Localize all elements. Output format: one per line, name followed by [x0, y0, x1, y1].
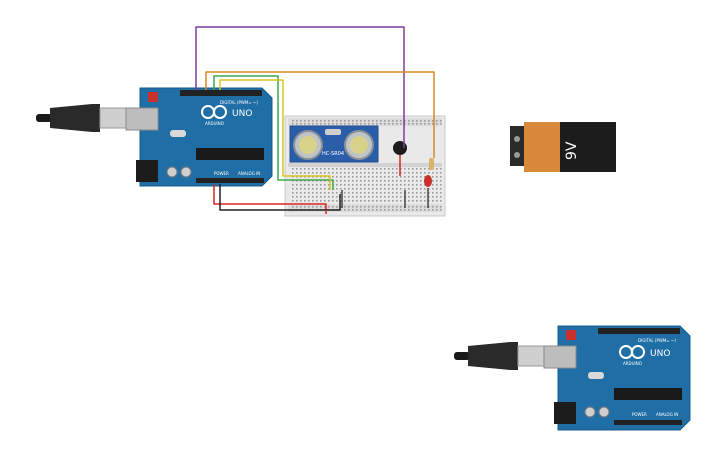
usb-plug-tip: [454, 352, 470, 360]
atmega-chip: [614, 388, 682, 400]
battery-terminal-neg: [514, 152, 520, 158]
analog-label: ANALOG IN: [656, 412, 678, 417]
battery-9v[interactable]: 9V: [510, 122, 616, 172]
arduino-logo: [201, 105, 227, 119]
usb-port: [543, 345, 577, 369]
analog-label: ANALOG IN: [238, 171, 260, 176]
wires: [195, 26, 435, 214]
usb-cable: [50, 104, 100, 132]
resistor[interactable]: [429, 158, 434, 170]
power-label: POWER: [214, 171, 229, 176]
reset-button[interactable]: [148, 92, 158, 102]
arduino-brand: ARDUINO: [623, 361, 642, 366]
power-jack: [554, 402, 576, 424]
arduino-board-body: [139, 87, 273, 187]
capacitor: [166, 166, 178, 178]
crystal: [170, 130, 186, 137]
power-label: POWER: [632, 412, 647, 417]
arduino-model: UNO: [232, 109, 252, 119]
battery-label: 9V: [564, 141, 580, 160]
red-led[interactable]: [424, 175, 432, 187]
transducer-right-mesh: [350, 136, 368, 154]
power-rail-top: [288, 118, 442, 126]
wire-orange: [205, 71, 435, 158]
usb-port: [125, 107, 159, 131]
wire-yellow: [219, 79, 331, 190]
buzzer[interactable]: [393, 141, 407, 155]
center-channel: [288, 163, 442, 167]
power-rail-bottom: [288, 204, 442, 212]
breadboard-holes: [292, 120, 442, 211]
atmega-chip: [196, 148, 264, 160]
wire-black: [219, 184, 341, 211]
crystal: [588, 372, 604, 379]
digital-header: [180, 90, 262, 96]
capacitor: [598, 406, 610, 418]
digital-header-label: DIGITAL (PWM= ~): [220, 100, 258, 105]
arduino-uno-top[interactable]: DIGITAL (PWM= ~) ARDUINO UNO POWER ANALO…: [36, 87, 273, 187]
ultrasonic-sensor[interactable]: HC-SR04: [289, 125, 379, 163]
battery-terminals: [510, 126, 524, 166]
wire-red: [213, 184, 327, 210]
digital-header-label: DIGITAL (PWM= ~): [638, 338, 676, 343]
arduino-uno-bottom[interactable]: DIGITAL (PWM= ~) ARDUINO UNO POWER ANALO…: [454, 325, 691, 431]
arduino-model: UNO: [650, 349, 670, 359]
usb-cable: [468, 342, 518, 370]
led-dome: [424, 175, 432, 187]
battery-terminal-pos: [514, 136, 520, 142]
transducer-left-mesh: [299, 136, 317, 154]
sensor-crystal: [325, 129, 341, 135]
arduino-brand: ARDUINO: [205, 121, 224, 126]
digital-header: [598, 328, 680, 334]
wire-green: [213, 75, 334, 190]
arduino-board-body: [557, 325, 691, 431]
arduino-logo: [619, 345, 645, 359]
battery-black-section: [560, 122, 616, 172]
capacitor: [180, 166, 192, 178]
power-header: [614, 420, 682, 425]
battery-orange-section: [524, 122, 560, 172]
sensor-label: HC-SR04: [322, 151, 344, 157]
power-header: [196, 178, 264, 183]
capacitor: [584, 406, 596, 418]
wire-purple: [195, 26, 405, 148]
power-jack: [136, 160, 158, 182]
reset-button[interactable]: [566, 330, 576, 340]
usb-plug-tip: [36, 114, 52, 122]
